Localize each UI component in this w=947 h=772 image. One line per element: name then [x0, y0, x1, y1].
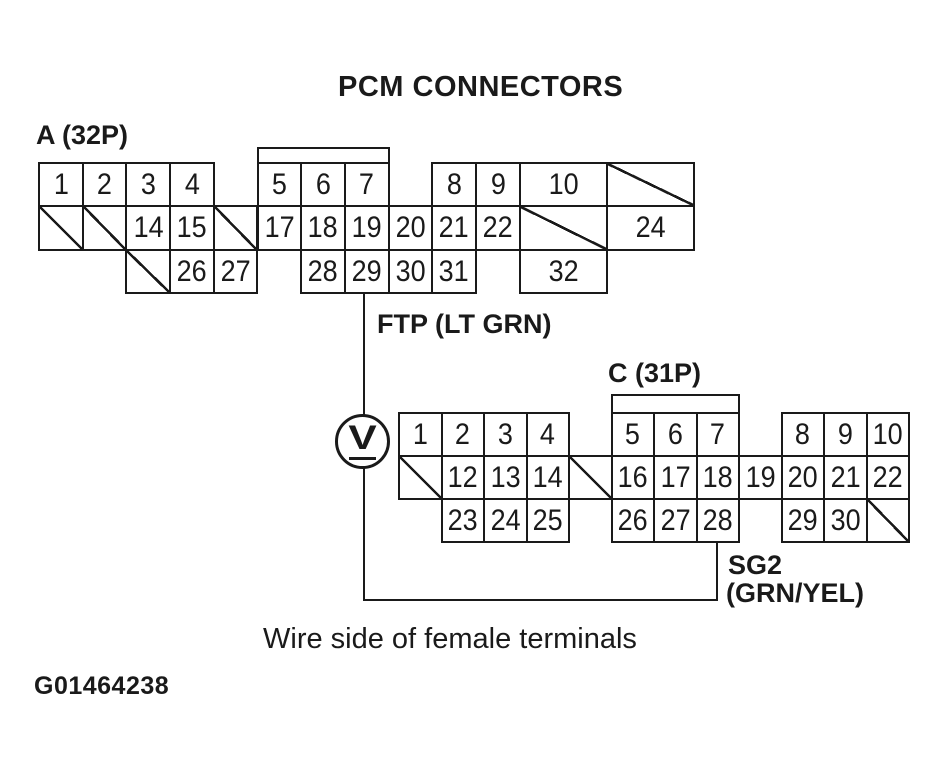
- voltmeter-symbol: V: [335, 414, 390, 469]
- connector-c-pin-6: 6: [653, 412, 698, 457]
- caption-text: Wire side of female terminals: [263, 623, 637, 655]
- connector-c-pin-1: 1: [398, 412, 443, 457]
- connector-a-blocked-cell: [212, 205, 259, 251]
- connector-a-pin-6: 6: [300, 162, 346, 208]
- connector-a-pin-10: 10: [518, 162, 609, 208]
- voltmeter-letter: V: [348, 419, 377, 457]
- connector-c-pin-24: 24: [483, 498, 528, 543]
- connector-c-pin-25: 25: [525, 498, 570, 543]
- figure-code: G01464238: [34, 672, 170, 700]
- connector-c-pin-14: 14: [525, 455, 570, 500]
- connector-a-blocked-cell: [606, 162, 696, 208]
- connector-c-pin-27: 27: [653, 498, 698, 543]
- connector-a-pin-5: 5: [256, 162, 303, 208]
- connector-c-pin-29: 29: [780, 498, 825, 543]
- ftp-wire-label: FTP (LT GRN): [377, 309, 552, 339]
- connector-a-pin-28: 28: [300, 248, 346, 295]
- voltmeter-underline: [349, 457, 376, 460]
- connector-a-pin-4: 4: [169, 162, 215, 208]
- connector-a-label: A (32P): [36, 120, 129, 150]
- connector-a-pin-18: 18: [300, 205, 346, 251]
- connector-c-pin-10: 10: [865, 412, 910, 457]
- connector-a-pin-14: 14: [125, 205, 172, 251]
- connector-c-pin-20: 20: [780, 455, 825, 500]
- connector-c-pin-5: 5: [610, 412, 655, 457]
- connector-c-pin-2: 2: [440, 412, 485, 457]
- connector-a-pin-22: 22: [475, 205, 521, 251]
- connector-a-blocked-cell: [125, 248, 172, 295]
- connector-c-pin-13: 13: [483, 455, 528, 500]
- connector-c-pin-19: 19: [738, 455, 783, 500]
- connector-a-tab: [256, 147, 390, 164]
- connector-a-pin-7: 7: [343, 162, 390, 208]
- connector-a-pin-31: 31: [431, 248, 477, 295]
- ftp-wire-lower-segment: [363, 468, 365, 601]
- connector-c-label: C (31P): [608, 358, 702, 388]
- connector-a-pin-20: 20: [387, 205, 434, 251]
- connector-c-pin-30: 30: [823, 498, 868, 543]
- connector-a-pin-15: 15: [169, 205, 215, 251]
- connector-c-pin-3: 3: [483, 412, 528, 457]
- connector-c-pin-12: 12: [440, 455, 485, 500]
- connector-c-blocked-cell: [398, 455, 443, 500]
- connector-a-blocked-cell: [81, 205, 128, 251]
- connector-c-pin-7: 7: [695, 412, 740, 457]
- connector-c-pin-22: 22: [865, 455, 910, 500]
- connector-a-pin-3: 3: [125, 162, 172, 208]
- connector-a-pin-26: 26: [169, 248, 215, 295]
- connector-a-pin-1: 1: [38, 162, 84, 208]
- connector-a-pin-2: 2: [81, 162, 128, 208]
- connector-c-blocked-cell: [865, 498, 910, 543]
- connector-c-pin-8: 8: [780, 412, 825, 457]
- connector-c-tab: [610, 394, 740, 414]
- connector-a-blocked-cell: [38, 205, 84, 251]
- connector-a-pin-8: 8: [431, 162, 477, 208]
- connector-c-pin-17: 17: [653, 455, 698, 500]
- connector-c-pin-23: 23: [440, 498, 485, 543]
- connector-c-pin-26: 26: [610, 498, 655, 543]
- sg2-wire-label-line1: SG2: [728, 550, 783, 580]
- page-title: PCM CONNECTORS: [338, 71, 624, 103]
- sg2-wire-label-line2: (GRN/YEL): [726, 578, 864, 608]
- sg2-wire-horizontal-segment: [363, 599, 718, 601]
- connector-c-pin-9: 9: [823, 412, 868, 457]
- ftp-wire-upper-segment: [363, 292, 365, 418]
- connector-a-pin-32: 32: [518, 248, 609, 295]
- sg2-wire-vertical-segment: [716, 541, 718, 601]
- connector-c-pin-21: 21: [823, 455, 868, 500]
- connector-c-pin-28: 28: [695, 498, 740, 543]
- connector-a-pin-17: 17: [256, 205, 303, 251]
- connector-a-pin-21: 21: [431, 205, 477, 251]
- connector-a-pin-29: 29: [343, 248, 390, 295]
- connector-a-pin-27: 27: [212, 248, 259, 295]
- connector-c-pin-16: 16: [610, 455, 655, 500]
- connector-c-pin-18: 18: [695, 455, 740, 500]
- connector-a-pin-9: 9: [475, 162, 521, 208]
- connector-a-pin-30: 30: [387, 248, 434, 295]
- connector-a-pin-24: 24: [606, 205, 696, 251]
- connector-c-blocked-cell: [568, 455, 613, 500]
- connector-a-pin-19: 19: [343, 205, 390, 251]
- connector-c-pin-4: 4: [525, 412, 570, 457]
- connector-a-blocked-cell: [518, 205, 609, 251]
